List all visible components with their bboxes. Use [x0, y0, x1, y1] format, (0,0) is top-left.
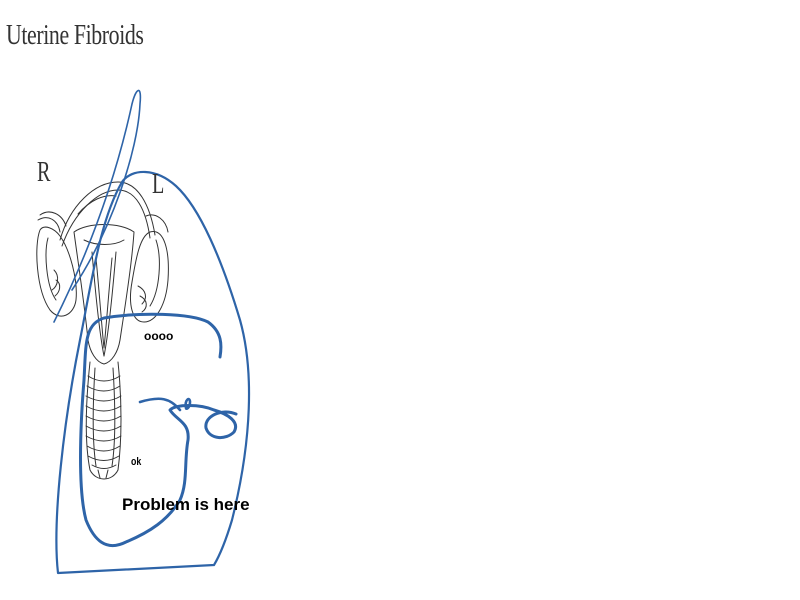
right-side-label: R — [37, 157, 50, 189]
stroke-curl — [186, 399, 190, 409]
annotation-oooo: oooo — [144, 329, 173, 343]
ovary-right — [37, 227, 76, 316]
page-title: Uterine Fibroids — [6, 20, 144, 52]
ovary-left — [131, 232, 169, 322]
annotation-ok: ok — [131, 456, 141, 468]
uterus-body — [74, 225, 134, 365]
left-side-label: L — [152, 169, 164, 201]
annotation-problem: Problem is here — [122, 495, 250, 515]
